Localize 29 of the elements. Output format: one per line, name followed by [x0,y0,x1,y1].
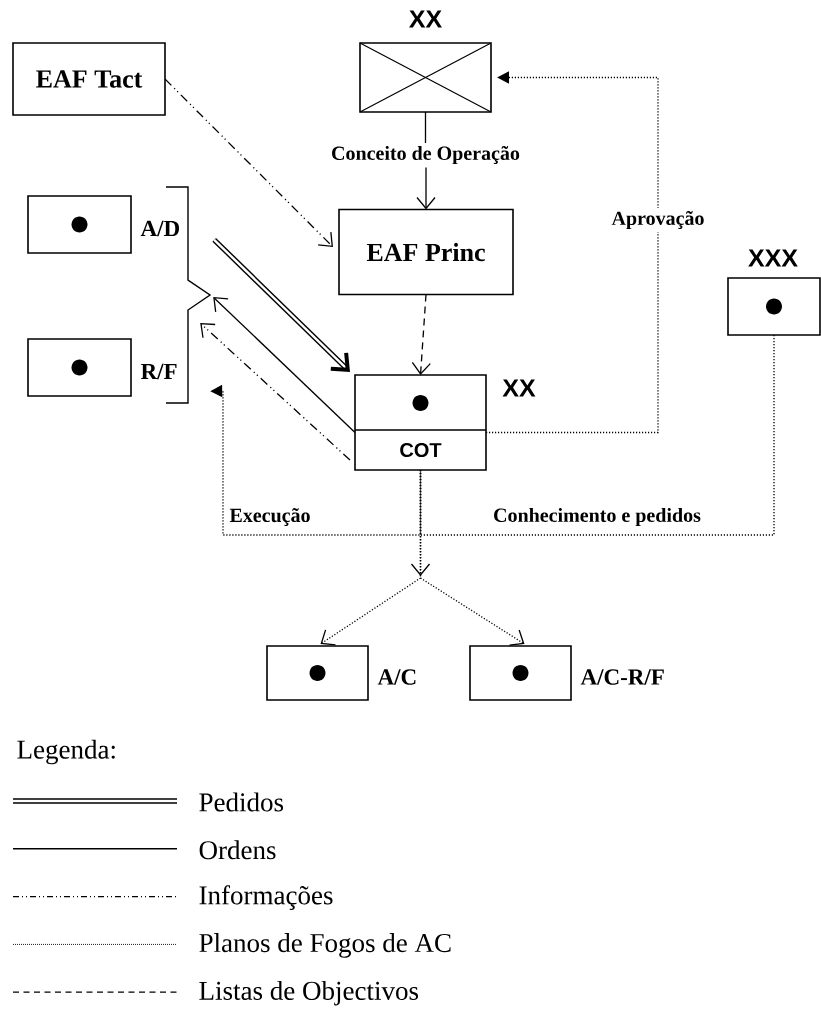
unit-label: XX [409,10,442,28]
unit-label: A/D [140,220,180,237]
arrow [416,111,436,210]
arrow [212,237,350,372]
edge-label: Conhecimento e pedidos [490,504,704,530]
unit-label: XXX [748,249,798,267]
edge-label: Execução [226,505,314,530]
text-box: EAF Princ [338,208,514,296]
text-box: EAF Tact [12,42,166,116]
unit-label: A/C [377,669,416,685]
legend-text: Listas de Objectivos [199,980,419,1006]
legend-text: Informações [199,885,333,910]
legend-text: Planos de Fogos de AC [199,933,451,958]
legend-text: Ordens [199,840,276,860]
arrow [411,293,431,375]
arrow [485,71,659,434]
edge-label: Aprovação [608,207,708,233]
unit-label: A/C-R/F [580,669,664,685]
connector-line [419,334,775,536]
arrow [164,78,333,247]
legend-title: Legenda: [17,739,115,765]
unit-label: R/F [140,363,177,380]
edge-label: Conceito de Operação [328,142,523,168]
legend-text: Pedidos [199,792,284,812]
unit-label: XX [502,379,536,397]
arrow [200,323,351,461]
unit-box: COT [354,374,487,471]
arrow [410,469,431,576]
arrow [213,297,356,434]
